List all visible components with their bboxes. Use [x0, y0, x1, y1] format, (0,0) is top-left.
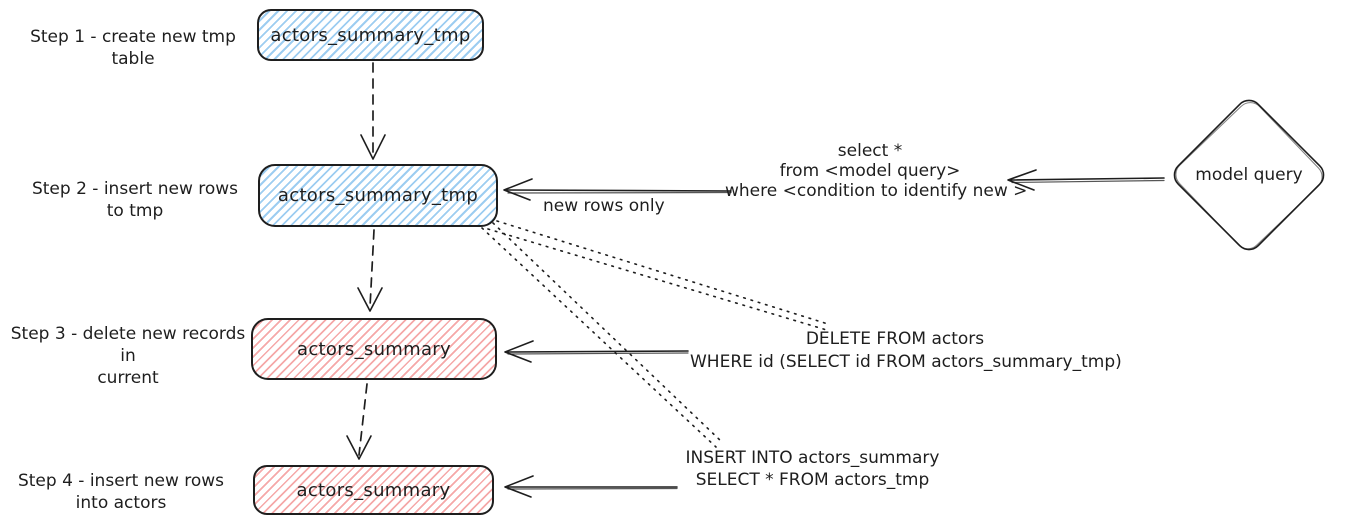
step4-label: Step 4 - insert new rows into actors	[12, 470, 230, 514]
node-step4-current-table-label: actors_summary	[296, 479, 451, 501]
select-query-annotation: select * from <model query> where <condi…	[725, 141, 1028, 201]
dotted-link-step2-to-delete	[487, 220, 831, 332]
step3-label-line2: current	[97, 368, 159, 388]
select-query-line1: select *	[837, 141, 903, 161]
insert-query-line2: SELECT * FROM actors_tmp	[695, 470, 930, 490]
step2-label-line2: to tmp	[106, 201, 164, 221]
arrow-insert-to-step4	[504, 475, 678, 498]
arrow-new-rows-to-step2	[503, 178, 732, 201]
node-step2-tmp-table: actors_summary_tmp	[258, 164, 498, 227]
node-step3-current-table-label: actors_summary	[297, 338, 451, 360]
arrow-model-query-to-select	[1007, 169, 1165, 191]
arrow-step3-to-step4	[346, 383, 372, 460]
step1-label: Step 1 - create new tmp table	[8, 26, 258, 70]
insert-query-line1: INSERT INTO actors_summary	[685, 448, 940, 468]
arrow-step2-to-step3	[357, 229, 383, 312]
arrow-step1-to-step2	[360, 62, 386, 160]
step3-label-line1: Step 3 - delete new records in	[10, 324, 246, 366]
delete-query-annotation: DELETE FROM actors WHERE id (SELECT id F…	[690, 328, 1122, 374]
step2-label-line1: Step 2 - insert new rows	[31, 179, 239, 199]
node-step1-tmp-table-label: actors_summary_tmp	[270, 24, 471, 46]
step4-label-line1: Step 4 - insert new rows	[17, 471, 225, 491]
node-step4-current-table: actors_summary	[253, 465, 494, 515]
node-step2-tmp-table-label: actors_summary_tmp	[277, 185, 479, 206]
dotted-link-step2-to-insert	[481, 222, 724, 448]
insert-query-annotation: INSERT INTO actors_summary SELECT * FROM…	[680, 447, 945, 491]
node-step1-tmp-table: actors_summary_tmp	[257, 9, 484, 61]
arrow-delete-to-step3	[504, 340, 689, 363]
step2-label: Step 2 - insert new rows to tmp	[20, 178, 250, 222]
step4-label-line2: into actors	[75, 493, 167, 513]
new-rows-only-label: new rows only	[543, 196, 665, 216]
select-query-line2: from <model query>	[779, 161, 961, 181]
step3-label: Step 3 - delete new records in current	[2, 323, 254, 389]
node-step3-current-table: actors_summary	[251, 318, 497, 380]
model-query-label: model query	[1195, 165, 1303, 185]
delete-query-line1: DELETE FROM actors	[805, 329, 985, 349]
step1-label-line1: Step 1 - create new tmp table	[30, 27, 236, 69]
model-query-diamond	[1173, 99, 1325, 251]
delete-query-line2: WHERE id (SELECT id FROM actors_summary_…	[690, 352, 1122, 372]
select-query-line3: where <condition to identify new >	[725, 181, 1028, 201]
